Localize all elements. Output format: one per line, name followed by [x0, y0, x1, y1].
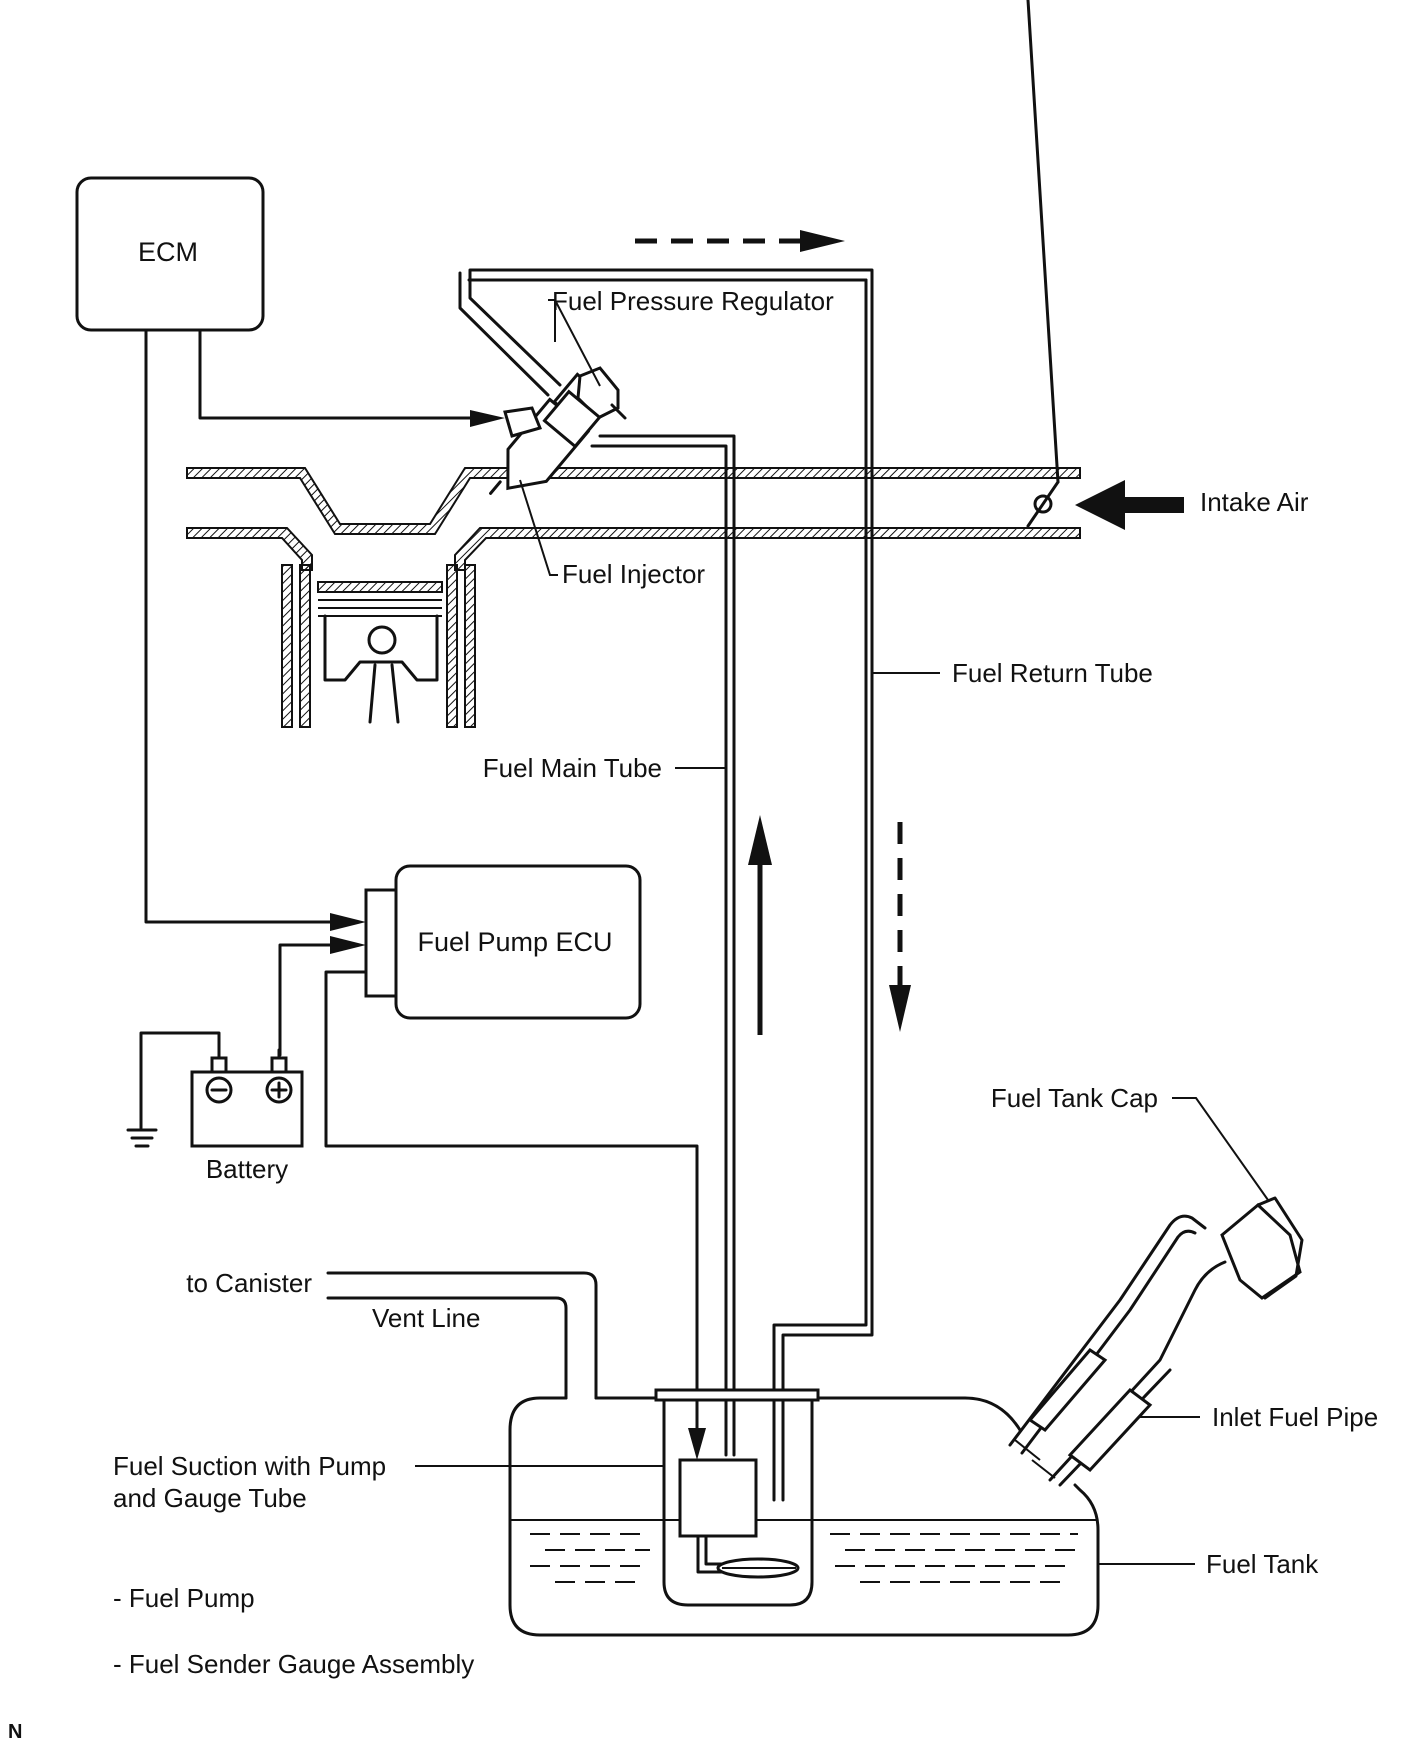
injector-connector	[503, 406, 543, 438]
corner-mark: N	[8, 1721, 22, 1743]
main-flow-arrow-up	[748, 815, 772, 1035]
label-fuel-pressure-regulator: Fuel Pressure Regulator	[548, 286, 834, 387]
battery-negative-icon	[205, 1076, 233, 1104]
fuel-pump-assembly	[654, 1388, 820, 1607]
intake-air-label: Intake Air	[1200, 487, 1309, 517]
fuel-pump-item: - Fuel Pump	[113, 1583, 255, 1613]
fuel-main-tube-label: Fuel Main Tube	[483, 753, 662, 783]
label-fuel-return-tube: Fuel Return Tube	[872, 658, 1153, 688]
fuel-return-tube-label: Fuel Return Tube	[952, 658, 1153, 688]
fuel-pressure-regulator-label: Fuel Pressure Regulator	[552, 286, 834, 316]
ground-icon	[126, 1128, 158, 1148]
label-fuel-tank: Fuel Tank	[1098, 1549, 1319, 1579]
intake-air-arrow: Intake Air	[1075, 480, 1309, 530]
inlet-fuel-pipe	[1008, 1214, 1227, 1487]
label-fuel-tank-cap: Fuel Tank Cap	[991, 1083, 1269, 1201]
fuel-pump-ecu: Fuel Pump ECU	[364, 864, 642, 1020]
piston	[317, 581, 443, 724]
throttle-valve	[1026, 0, 1060, 528]
fuel-pump-ecu-label: Fuel Pump ECU	[417, 927, 612, 957]
fuel-suction-label-line2: and Gauge Tube	[113, 1483, 307, 1513]
vent-line: to Canister Vent Line	[186, 1268, 598, 1400]
ecu-pump-wire	[324, 970, 706, 1460]
label-fuel-main-tube: Fuel Main Tube	[483, 753, 726, 783]
fuel-pressure-regulator	[542, 366, 627, 449]
fuel-tank-cap-label: Fuel Tank Cap	[991, 1083, 1158, 1113]
fuel-tank-cap	[1220, 1196, 1304, 1300]
ecm-pump-ecu-signal	[144, 328, 366, 931]
intake-manifold	[186, 467, 1081, 571]
battery-positive-icon	[265, 1076, 293, 1104]
fuel-main-tube	[590, 434, 736, 1457]
battery-label: Battery	[206, 1154, 288, 1184]
label-fuel-suction: Fuel Suction with Pump and Gauge Tube - …	[113, 1451, 664, 1679]
ecm-injector-signal	[198, 328, 505, 427]
label-fuel-injector: Fuel Injector	[519, 479, 705, 589]
battery: Battery	[190, 1056, 304, 1184]
return-flow-arrow-top	[635, 230, 845, 252]
fuel-return-tube	[458, 268, 874, 1502]
label-inlet-fuel-pipe: Inlet Fuel Pipe	[1140, 1402, 1378, 1432]
fuel-tank	[508, 1396, 1100, 1637]
fuel-injector-label: Fuel Injector	[562, 559, 705, 589]
inlet-fuel-pipe-label: Inlet Fuel Pipe	[1212, 1402, 1378, 1432]
vent-line-label: Vent Line	[372, 1303, 480, 1333]
ecm-box: ECM	[75, 176, 265, 332]
fuel-tank-label: Fuel Tank	[1206, 1549, 1319, 1579]
ground-wire	[139, 1031, 221, 1130]
fuel-level-dashes	[530, 1533, 1078, 1583]
fuel-suction-label-line1: Fuel Suction with Pump	[113, 1451, 386, 1481]
cylinder	[281, 564, 476, 728]
fuel-sender-gauge-item: - Fuel Sender Gauge Assembly	[113, 1649, 474, 1679]
ecm-label: ECM	[138, 237, 198, 267]
return-flow-arrow-down	[889, 822, 911, 1032]
to-canister-label: to Canister	[186, 1268, 312, 1298]
battery-ecu-wire	[278, 936, 366, 1057]
